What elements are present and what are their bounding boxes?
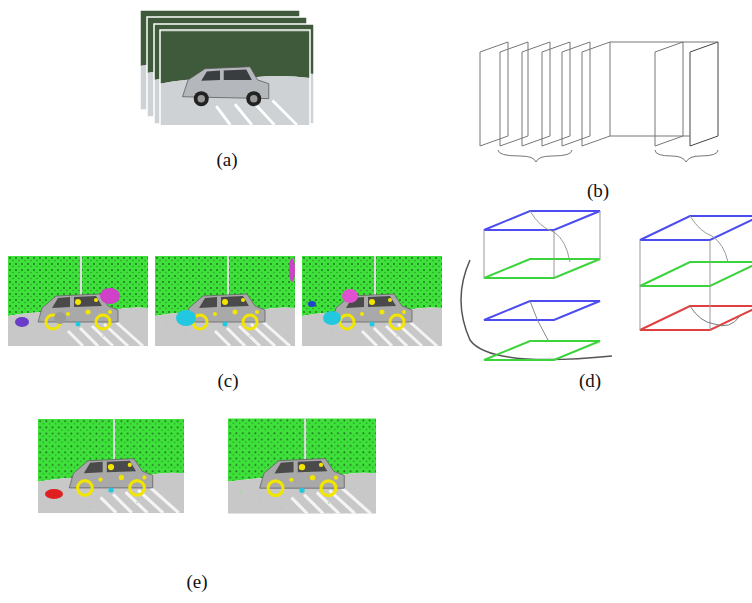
spacetime-volumes	[461, 211, 752, 360]
flow-images	[8, 256, 442, 346]
result-images	[38, 418, 376, 513]
motion-patch	[15, 258, 358, 327]
motion-patch	[45, 489, 63, 499]
segmented-frame	[155, 256, 295, 346]
segmented-frame	[8, 256, 148, 346]
video-frame	[154, 24, 314, 124]
frame-stack	[140, 10, 314, 126]
panel-label: (b)	[587, 180, 609, 202]
result-frame	[38, 419, 184, 513]
panel-label: (a)	[216, 149, 237, 171]
panel-label: (d)	[579, 370, 601, 392]
panel-label: (e)	[186, 571, 207, 593]
panel-label: (c)	[217, 370, 238, 392]
video-frame	[160, 31, 310, 125]
segmented-frame	[302, 256, 442, 346]
frame-planes	[480, 42, 718, 162]
result-frame	[228, 418, 376, 513]
